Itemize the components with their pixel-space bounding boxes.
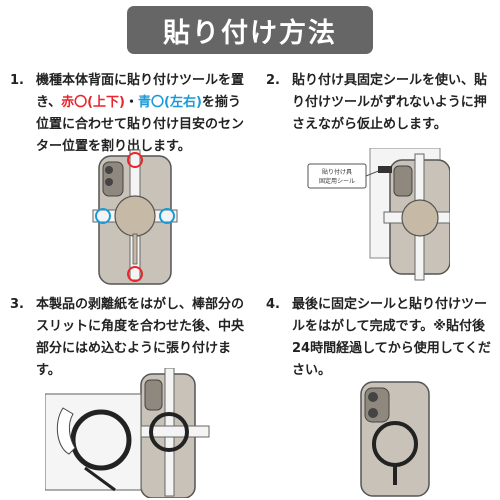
blue-circle-icon <box>95 208 111 224</box>
ring-stem <box>393 465 397 485</box>
red-circle-icon <box>127 266 143 282</box>
step-text: 貼り付け具固定シールを使い、貼り付けツールがずれないように押さえながら仮止めしま… <box>292 73 488 132</box>
step-2-text: 2. 貼り付け具固定シールを使い、貼り付けツールがずれないように押さえながら仮止… <box>266 70 494 136</box>
camera-lens-icon <box>105 166 113 174</box>
step-3-text: 3. 本製品の剥離紙をはがし、棒部分のスリットに角度を合わせた後、中央部分にはめ… <box>10 294 250 382</box>
step-number: 1. <box>10 73 24 88</box>
camera-lens-icon <box>368 392 378 402</box>
camera-lens-icon <box>105 178 113 186</box>
step-number: 2. <box>266 73 280 88</box>
step-4-text: 4. 最後に固定シールと貼り付けツールをはがして完成です。※貼付後24時間経過し… <box>266 294 494 382</box>
tag-line: 固定用シール <box>319 177 355 185</box>
step-body: 最後に固定シールと貼り付けツールをはがして完成です。※貼付後24時間経過してから… <box>292 294 494 382</box>
step-body: 貼り付け具固定シールを使い、貼り付けツールがずれないように押さえながら仮止めしま… <box>292 70 494 136</box>
step-4-illustration <box>360 381 430 497</box>
red-circle-icon <box>127 152 143 168</box>
magnet-ring <box>149 412 189 452</box>
blue-marker-text: 青〇(左右) <box>138 95 202 110</box>
step-text: 最後に固定シールと貼り付けツールをはがして完成です。※貼付後24時間経過してから… <box>292 297 491 378</box>
sticker-tab <box>378 166 392 173</box>
step-body: 機種本体背面に貼り付けツールを置き、赤〇(上下)・青〇(左右)を揃う位置に合わせ… <box>36 70 250 158</box>
step-2-illustration: 貼り付け具 固定用シール <box>307 148 450 281</box>
camera-module <box>144 379 163 411</box>
step-body: 本製品の剥離紙をはがし、棒部分のスリットに角度を合わせた後、中央部分にはめ込むよ… <box>36 294 250 382</box>
magnet-disc <box>401 199 439 237</box>
tag-line: 貼り付け具 <box>322 168 352 176</box>
camera-module <box>102 161 124 197</box>
blue-circle-icon <box>159 208 175 224</box>
step-3-illustration <box>45 368 210 498</box>
step-text: 本製品の剥離紙をはがし、棒部分のスリットに角度を合わせた後、中央部分にはめ込むよ… <box>36 297 245 378</box>
camera-module <box>393 165 413 197</box>
ring-stem <box>84 466 116 492</box>
step-number: 4. <box>266 297 280 312</box>
magnet-ring-closeup <box>70 409 132 471</box>
ring-stem <box>132 233 138 265</box>
step-text: ・ <box>124 95 138 110</box>
red-marker-text: 赤〇(上下) <box>61 95 125 110</box>
camera-lens-icon <box>368 408 378 418</box>
camera-module <box>364 387 390 423</box>
magnet-disc <box>114 195 156 237</box>
step-number: 3. <box>10 297 24 312</box>
step-1-illustration <box>92 149 178 285</box>
step-text: を揃う位置に合わせて貼り付け目安のセンター位置を割り出します。 <box>36 95 245 154</box>
step-text: 機種本体背面に貼り付けツールを置き、 <box>36 73 245 110</box>
page-title: 貼り付け方法 <box>163 17 337 49</box>
title-banner: 貼り付け方法 <box>127 6 373 54</box>
hand-icon <box>56 407 76 455</box>
step-1-text: 1. 機種本体背面に貼り付けツールを置き、赤〇(上下)・青〇(左右)を揃う位置に… <box>10 70 250 158</box>
